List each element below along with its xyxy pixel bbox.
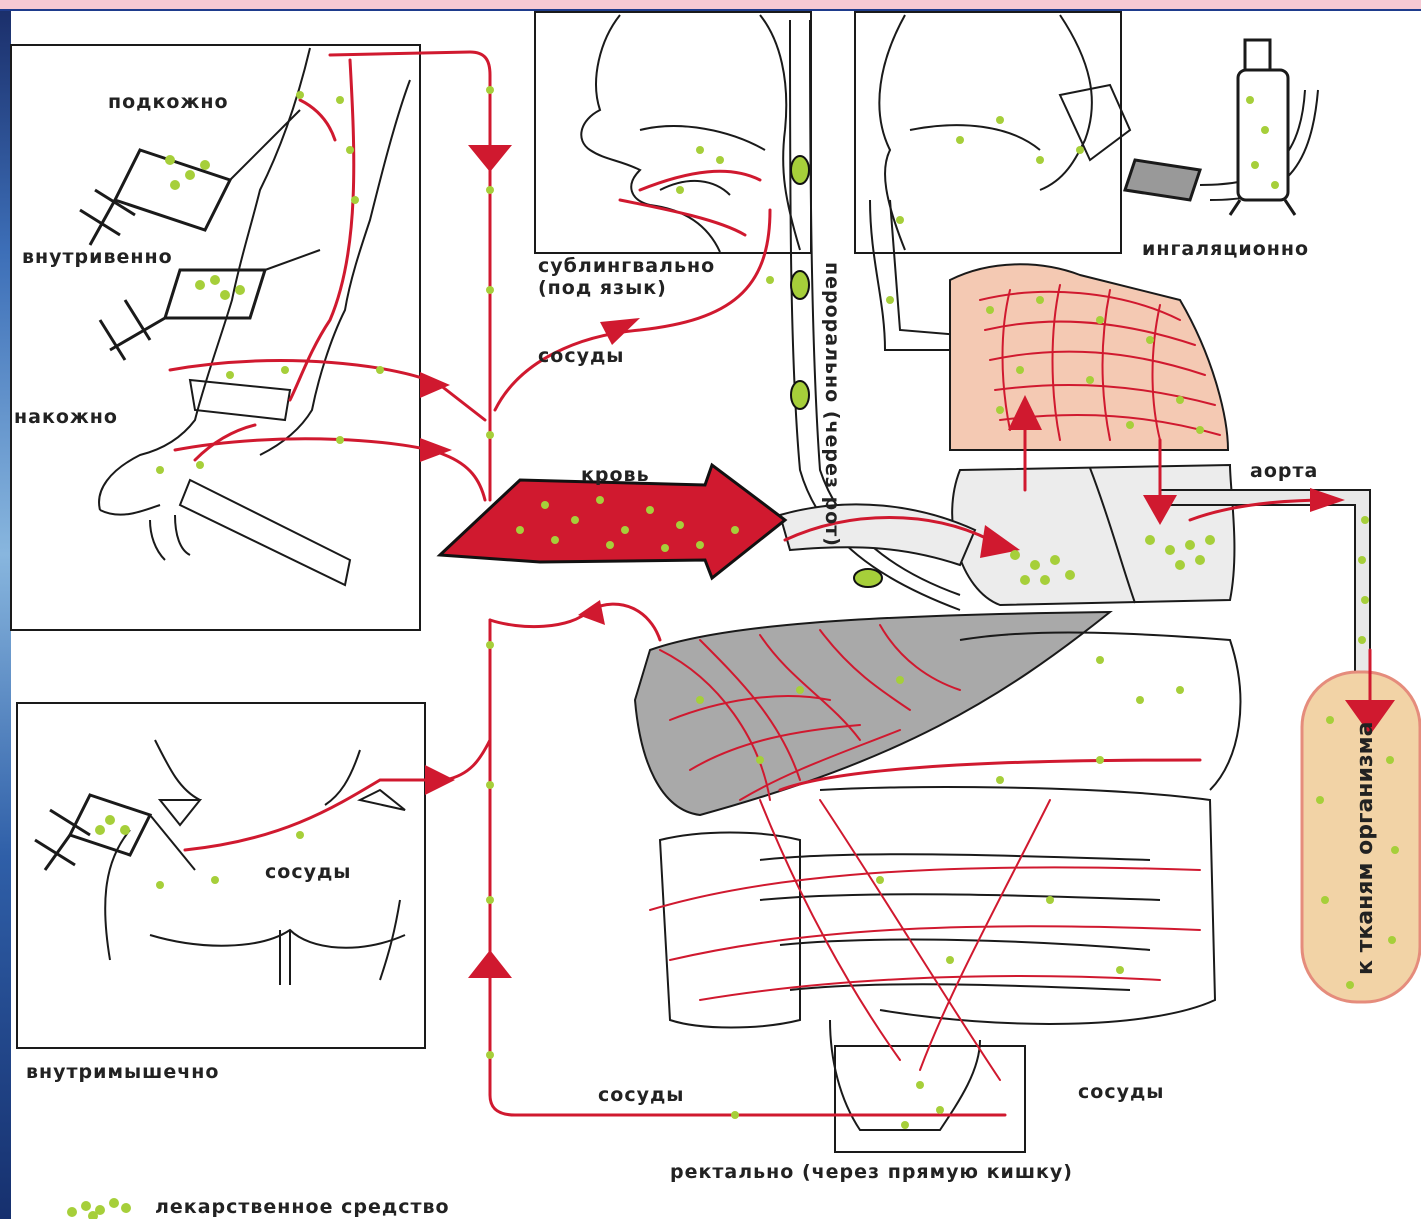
- label-blood: кровь: [581, 464, 650, 486]
- legend-drug-particle-icon: [67, 1198, 131, 1219]
- buttocks-panel: [17, 703, 425, 1048]
- rectum-panel: [835, 1046, 1025, 1152]
- arrow-up-vessel: [468, 950, 512, 978]
- label-vessels-rectal-left: сосуды: [598, 1084, 685, 1106]
- label-oral: перорально (через рот): [821, 262, 843, 547]
- blood-heart-tube: [780, 504, 975, 565]
- label-vessels-buttocks: сосуды: [265, 861, 352, 883]
- label-inhalation: ингаляционно: [1142, 238, 1309, 260]
- arm-panel: [11, 45, 420, 630]
- liver: [635, 612, 1110, 815]
- label-subcutaneous: подкожно: [108, 91, 229, 113]
- lungs: [950, 264, 1228, 450]
- label-intravenous: внутривенно: [22, 246, 173, 268]
- label-sublingual-sub: (под язык): [538, 277, 667, 299]
- label-transdermal: накожно: [14, 406, 118, 428]
- label-sublingual: сублингвально: [538, 255, 715, 277]
- buttocks-outline: [105, 740, 405, 985]
- intramuscular-syringe: [35, 795, 195, 870]
- head-inhalation-panel: [855, 12, 1121, 253]
- label-aorta: аорта: [1250, 460, 1318, 482]
- intestines: [660, 787, 1215, 1130]
- label-to-tissues: к тканям организма: [1353, 721, 1378, 975]
- airway-tube: [870, 200, 960, 350]
- label-intramuscular: внутримышечно: [26, 1061, 219, 1083]
- label-rectal: ректально (через прямую кишку): [670, 1161, 1073, 1183]
- arm-outline: [99, 48, 410, 585]
- label-vessels-rectal-right: сосуды: [1078, 1081, 1165, 1103]
- arrow-down-vessel: [468, 145, 512, 172]
- legend-label: лекарственное средство: [155, 1196, 450, 1218]
- label-vessels-top: сосуды: [538, 345, 625, 367]
- legend: лекарственное средство: [67, 1196, 450, 1219]
